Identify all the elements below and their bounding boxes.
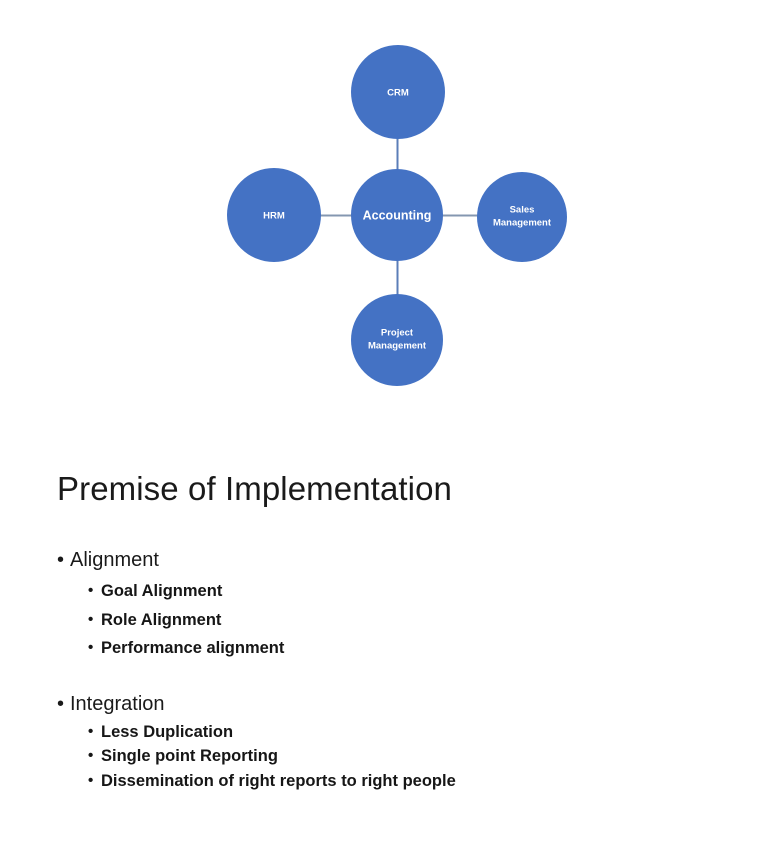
node-label-accounting: Accounting — [363, 208, 432, 222]
node-label-sales-management-line2: Management — [493, 218, 552, 229]
list-item-label: Goal Alignment — [101, 582, 223, 600]
list-item: • Performance alignment — [0, 634, 768, 663]
bullet-dot-icon: • — [88, 610, 94, 628]
bullet-dot-icon: • — [57, 549, 65, 571]
node-label-hrm: HRM — [263, 211, 285, 222]
node-label-crm: CRM — [387, 88, 409, 99]
bullet-sublist-integration: • Less Duplication • Single point Report… — [0, 720, 768, 794]
diagram-node-accounting[interactable]: Accounting — [351, 169, 443, 261]
list-item: • Goal Alignment — [0, 577, 768, 606]
node-label-project-management-line1: Project — [381, 328, 414, 339]
diagram-node-sales-management[interactable]: Sales Management — [477, 172, 567, 262]
node-circle-hrm — [227, 168, 321, 262]
node-circle-accounting — [351, 169, 443, 261]
list-item: • Role Alignment — [0, 606, 768, 635]
list-item-label: Dissemination of right reports to right … — [101, 771, 456, 790]
bullet-heading-alignment: • Alignment — [0, 545, 768, 575]
bullet-heading-label: Alignment — [70, 549, 159, 571]
list-item-label: Role Alignment — [101, 610, 222, 629]
node-circle-crm — [351, 45, 445, 139]
node-label-sales-management-line1: Sales — [510, 205, 535, 216]
list-item-label: Single point Reporting — [101, 747, 278, 765]
list-item: • Single point Reporting — [0, 744, 768, 769]
bullet-heading-integration: • Integration — [0, 689, 768, 719]
bullet-dot-icon: • — [57, 692, 65, 715]
bullet-dot-icon: • — [88, 639, 94, 656]
bullet-sublist-alignment: • Goal Alignment • Role Alignment • Perf… — [0, 577, 768, 663]
group-spacer — [0, 663, 768, 689]
diagram-svg: CRM HRM Accounting Sales Management — [227, 45, 567, 386]
list-item-label: Less Duplication — [101, 722, 234, 741]
node-circle-sales-management — [477, 172, 567, 262]
list-item-label: Performance alignment — [101, 639, 285, 657]
page-title: Premise of Implementation — [57, 470, 453, 507]
bullet-group-alignment: • Alignment • Goal Alignment • Role Alig… — [0, 545, 768, 663]
diagram-node-crm[interactable]: CRM — [351, 45, 445, 139]
bullet-dot-icon: • — [88, 771, 94, 789]
node-circle-project-management — [351, 294, 443, 386]
bullet-group-integration: • Integration • Less Duplication • Singl… — [0, 689, 768, 794]
list-item: • Dissemination of right reports to righ… — [0, 769, 768, 794]
erp-module-diagram: CRM HRM Accounting Sales Management — [0, 0, 768, 420]
bullet-heading-label: Integration — [70, 692, 165, 715]
slide-body: • Alignment • Goal Alignment • Role Alig… — [0, 545, 768, 793]
diagram-node-hrm[interactable]: HRM — [227, 168, 321, 262]
diagram-node-project-management[interactable]: Project Management — [351, 294, 443, 386]
bullet-dot-icon: • — [88, 747, 94, 764]
bullet-dot-icon: • — [88, 722, 94, 740]
list-item: • Less Duplication — [0, 720, 768, 745]
node-label-project-management-line2: Management — [368, 341, 427, 352]
bullet-dot-icon: • — [88, 582, 94, 599]
